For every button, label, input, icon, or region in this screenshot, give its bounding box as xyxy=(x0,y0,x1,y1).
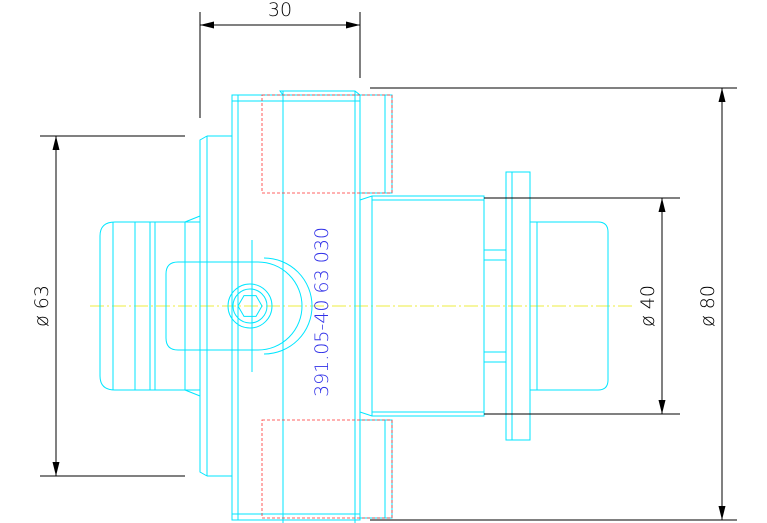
dimension-dia-63: ø 63 xyxy=(31,135,185,477)
screw-lug xyxy=(165,240,313,372)
flange-step xyxy=(199,135,232,477)
dia-40-label: ø 40 xyxy=(637,285,659,327)
dia-63-label: ø 63 xyxy=(31,285,53,327)
clamping-unit xyxy=(359,171,609,441)
hidden-pockets xyxy=(261,94,393,519)
dia-80-label: ø 80 xyxy=(697,285,719,327)
part-number-label: 391.05-40 63 030 xyxy=(311,227,333,397)
dimension-dia-40: ø 40 xyxy=(484,197,680,415)
dimension-dia-80: ø 80 xyxy=(370,87,737,521)
dimension-length: 30 xyxy=(199,0,361,118)
left-shank xyxy=(99,215,201,397)
length-dimension-label: 30 xyxy=(268,0,292,21)
